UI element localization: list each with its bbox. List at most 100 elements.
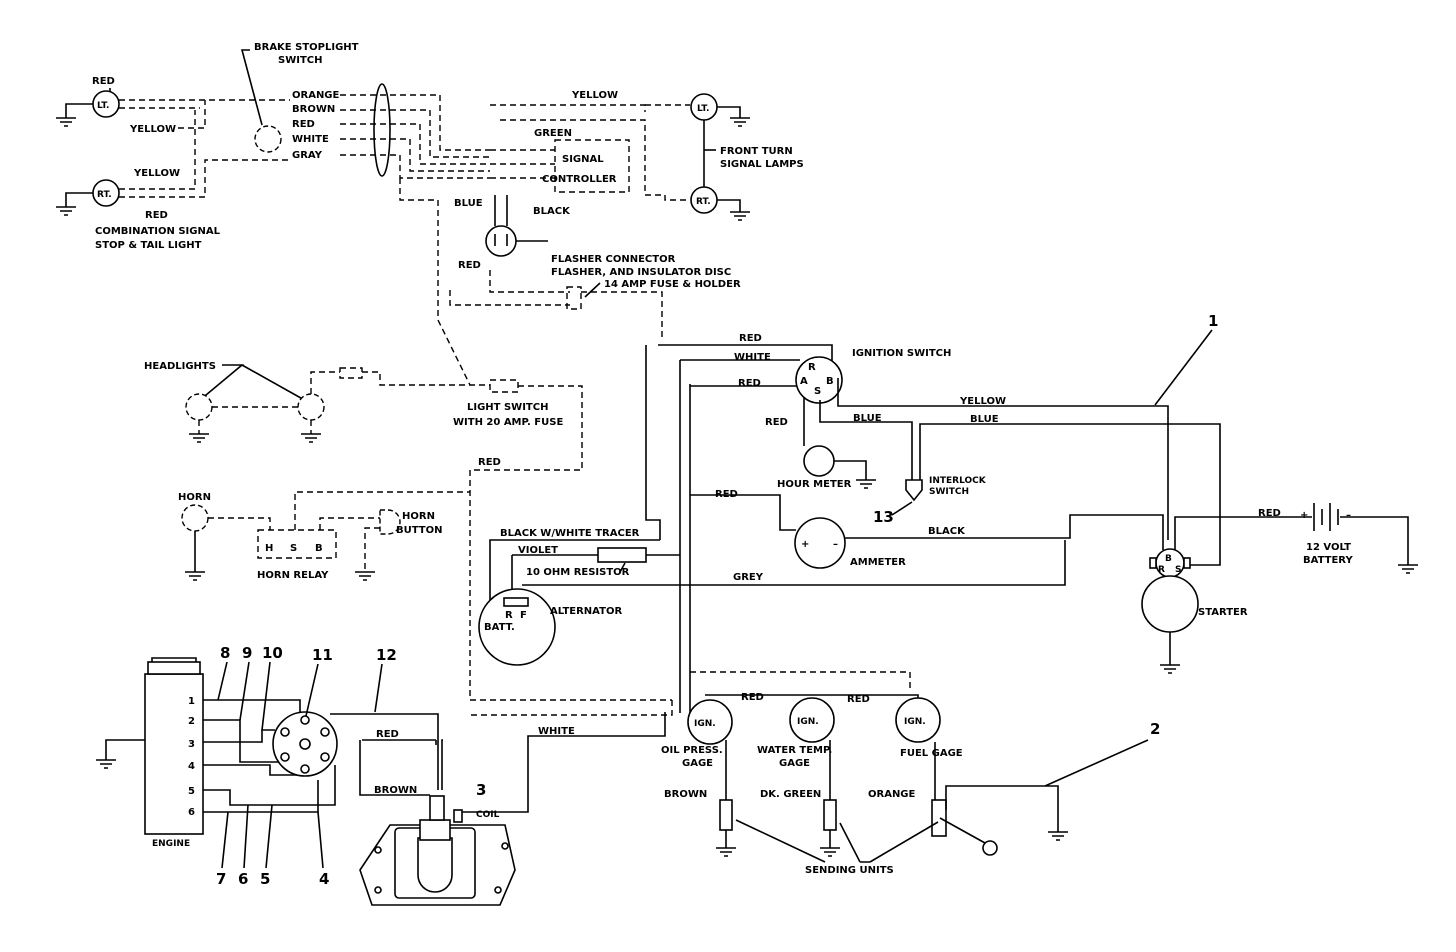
- callout-3: 3: [476, 781, 486, 799]
- battery-label: 12 VOLT: [1306, 542, 1351, 553]
- svg-text:2: 2: [188, 716, 195, 727]
- ammeter-minus: –: [833, 539, 838, 550]
- relay-b-label: B: [315, 543, 323, 554]
- green-wire-label: GREEN: [534, 128, 572, 139]
- starter-b-label: B: [1165, 554, 1172, 564]
- starter-motor: [1141, 575, 1199, 633]
- callout-5: 5: [260, 870, 270, 888]
- violet-wire-label: VIOLET: [518, 545, 558, 556]
- svg-text:–: –: [1346, 510, 1351, 521]
- horn-button: [379, 509, 401, 535]
- ground-icon: [856, 479, 876, 489]
- front-turn-label-2: SIGNAL LAMPS: [720, 159, 804, 170]
- white-wire-label: WHITE: [292, 134, 329, 145]
- oil-pressure-gage: [687, 699, 733, 745]
- rear-left-ground-wire: [65, 103, 93, 118]
- red-wire-label: RED: [847, 694, 870, 705]
- flasher-connector-label: FLASHER CONNECTOR: [551, 254, 676, 265]
- red-wire-label: RED: [145, 210, 168, 221]
- sending-units-label: SENDING UNITS: [805, 865, 894, 876]
- oil-ign-label: IGN.: [694, 719, 716, 729]
- blue-wire-label: BLUE: [970, 414, 999, 425]
- ign-r-label: R: [808, 362, 816, 373]
- ground-icon: [1398, 564, 1418, 574]
- red-wire-label: RED: [738, 378, 761, 389]
- ground-icon: [56, 117, 76, 127]
- horn-relay-label: HORN RELAY: [257, 570, 329, 581]
- ignition-switch[interactable]: [795, 356, 843, 404]
- ignition-switch-label: IGNITION SWITCH: [852, 348, 951, 359]
- orange-wire-label: ORANGE: [868, 789, 916, 800]
- ground-icon: [96, 759, 116, 769]
- headlight-section: HEADLIGHTS LIGHT SWITCH WITH 20 AMP. FUS…: [144, 361, 672, 701]
- red-wire-label: RED: [765, 417, 788, 428]
- fuel-ign-label: IGN.: [904, 717, 926, 727]
- ammeter: [794, 517, 846, 569]
- alternator-label: ALTERNATOR: [550, 606, 622, 617]
- yellow-starter-wire: [837, 378, 1169, 540]
- callout-12: 12: [376, 646, 397, 664]
- red-wire-label: RED: [715, 489, 738, 500]
- ignition-coil[interactable]: [417, 837, 453, 893]
- fuse-label: 14 AMP FUSE & HOLDER: [604, 279, 741, 290]
- horn-button-label-2: BUTTON: [396, 525, 442, 536]
- engine-label: ENGINE: [152, 839, 190, 849]
- callout-9: 9: [242, 644, 252, 662]
- horn-label: HORN: [178, 492, 211, 503]
- white-wire-label: WHITE: [734, 352, 771, 363]
- relay-h-label: H: [265, 543, 273, 554]
- fuse-holder: [566, 286, 582, 310]
- brown-wire-label: BROWN: [292, 104, 335, 115]
- fuel-gage: [895, 697, 941, 743]
- signal-controller-section: SIGNAL CONTROLLER YELLOW GREEN LT. RT. F…: [449, 90, 804, 340]
- front-right-lamp-label: RT.: [696, 197, 711, 207]
- hour-meter-label: HOUR METER: [777, 479, 852, 490]
- starter-label: STARTER: [1198, 607, 1248, 618]
- interlock-switch-label-2: SWITCH: [929, 487, 969, 497]
- svg-text:4: 4: [188, 761, 195, 772]
- combination-signal-label: COMBINATION SIGNAL: [95, 226, 221, 237]
- signal-controller-box: [554, 139, 630, 193]
- ign-s-label: S: [814, 386, 821, 397]
- red-wire-label: RED: [741, 692, 764, 703]
- yellow-wire-label: YELLOW: [959, 396, 1006, 407]
- ground-icon: [730, 117, 750, 127]
- headlights-label: HEADLIGHTS: [144, 361, 216, 372]
- hour-meter: [803, 445, 835, 477]
- starter-s-label: S: [1175, 565, 1181, 575]
- callout-13: 13: [873, 508, 894, 526]
- light-switch: [489, 379, 519, 393]
- battery-label-2: BATTERY: [1303, 555, 1353, 566]
- callout-4: 4: [319, 870, 329, 888]
- alternator: [478, 588, 556, 666]
- brake-stoplight-label: BRAKE STOPLIGHT: [254, 42, 359, 53]
- light-switch-label-2: WITH 20 AMP. FUSE: [453, 417, 563, 428]
- fuel-float: [982, 840, 998, 856]
- coil-label: COIL: [476, 810, 500, 820]
- gray-wire-label: GRAY: [292, 150, 323, 161]
- ammeter-label: AMMETER: [850, 557, 906, 568]
- light-switch-label: LIGHT SWITCH: [467, 402, 548, 413]
- front-left-lamp-label: LT.: [697, 104, 709, 114]
- svg-text:+: +: [1300, 510, 1308, 521]
- fuel-gage-label: FUEL GAGE: [900, 748, 963, 759]
- water-sending-unit: [823, 799, 837, 831]
- red-wire-label: RED: [376, 729, 399, 740]
- red-wire-label: RED: [1258, 508, 1281, 519]
- grey-wire-label: GREY: [733, 572, 764, 583]
- callout-10: 10: [262, 644, 283, 662]
- brown-wire-label: BROWN: [374, 785, 417, 796]
- batt-label: BATT.: [484, 622, 515, 633]
- headlight-fuse: [339, 367, 363, 379]
- water-ign-label: IGN.: [797, 717, 819, 727]
- callout-2: 2: [1150, 720, 1160, 738]
- brake-stoplight-switch: [254, 125, 282, 153]
- oil-sending-unit: [719, 799, 733, 831]
- callout-11: 11: [312, 646, 333, 664]
- ground-icon: [355, 571, 375, 581]
- white-wire-label: WHITE: [538, 726, 575, 737]
- battery-icon: [1313, 503, 1339, 531]
- callout-1: 1: [1208, 312, 1218, 330]
- left-headlight: [185, 393, 213, 421]
- ground-icon: [820, 830, 840, 857]
